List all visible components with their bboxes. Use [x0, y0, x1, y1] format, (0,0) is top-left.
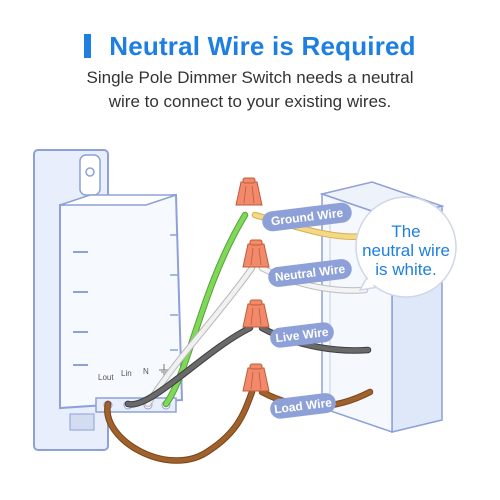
- wire-nut-live-icon: [242, 299, 270, 328]
- callout-line-1: The: [391, 222, 420, 241]
- terminal-label-lout: Lout: [98, 373, 114, 382]
- wires-switch-side: [104, 211, 256, 464]
- subtitle-line-1: Single Pole Dimmer Switch needs a neutra…: [86, 68, 414, 87]
- label-live-wire-text: Live Wire: [275, 325, 330, 345]
- wire-nuts: [235, 177, 270, 392]
- label-load-wire: Load Wire: [270, 393, 336, 419]
- neutral-callout: The neutral wire is white.: [355, 196, 457, 298]
- label-neutral-wire: Neutral Wire: [268, 259, 352, 287]
- wire-nut-neutral-icon: [242, 239, 270, 268]
- terminal-label-lin: Lin: [121, 369, 132, 378]
- wire-labels: Ground Wire Neutral Wire Live Wire Load …: [262, 202, 352, 419]
- title-row: Neutral Wire is Required: [0, 26, 500, 66]
- dimmer-switch: Lout Lin N: [33, 149, 184, 451]
- title-accent-bar: [84, 34, 92, 58]
- subtitle: Single Pole Dimmer Switch needs a neutra…: [30, 66, 470, 114]
- wire-nut-ground-icon: [235, 177, 263, 206]
- label-live-wire: Live Wire: [270, 322, 334, 348]
- page-title: Neutral Wire is Required: [109, 30, 416, 61]
- label-ground-wire: Ground Wire: [262, 202, 352, 232]
- callout-bubble: [355, 196, 457, 298]
- wire-nut-load-icon: [242, 363, 270, 392]
- screw-terminal-icon: [69, 413, 95, 431]
- callout-line-3: is white.: [375, 260, 436, 279]
- mounting-screw-icon: [85, 167, 95, 177]
- subtitle-line-2: wire to connect to your existing wires.: [108, 92, 392, 111]
- callout-line-2: neutral wire: [362, 241, 450, 260]
- terminal-label-n: N: [143, 367, 149, 376]
